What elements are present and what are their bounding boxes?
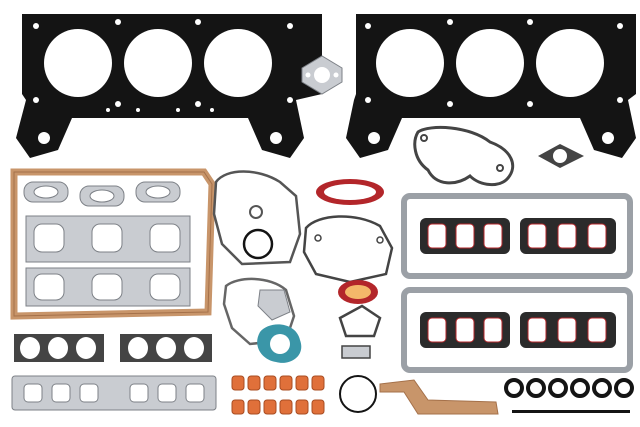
exhaust-manifold-gaskets	[23, 181, 191, 307]
valve-cover-gaskets	[401, 193, 633, 373]
valve-stem-seals	[231, 375, 325, 415]
intake-manifold-gaskets	[420, 218, 616, 348]
cork-end-seals	[379, 379, 499, 415]
front-crank-seal	[338, 280, 378, 304]
oil-pump-gasket	[222, 277, 382, 359]
timing-cover-gasket	[212, 170, 302, 266]
front-cover-gasket	[302, 215, 394, 284]
oil-pan-gasket	[10, 168, 216, 320]
small-o-rings	[242, 228, 274, 260]
left-head-gasket	[16, 14, 322, 158]
rear-main-seal	[316, 179, 384, 205]
egr-gasket	[301, 55, 343, 95]
large-o-ring	[339, 375, 377, 413]
thermostat-gasket	[538, 144, 584, 168]
teal-water-outlet-gasket	[257, 324, 302, 363]
intake-port-gaskets	[11, 334, 217, 411]
water-pump-gasket	[413, 125, 514, 186]
black-o-rings	[504, 378, 634, 413]
right-head-gasket	[346, 14, 636, 158]
